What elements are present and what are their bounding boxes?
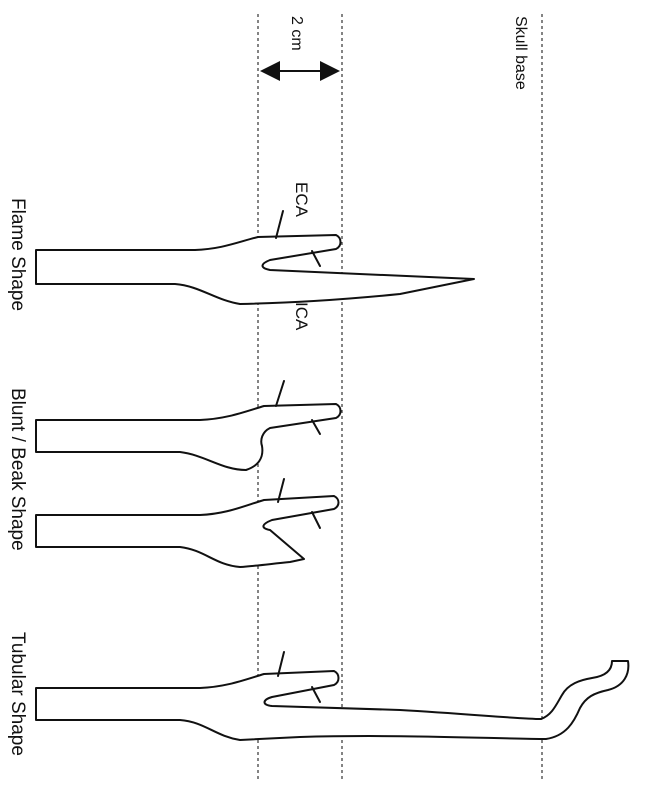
eca-branch [277, 478, 285, 503]
eca-branch [311, 686, 321, 703]
flame-shape-label: Flame Shape [7, 198, 28, 311]
eca-branch [275, 210, 284, 239]
blunt-shape-vessel [35, 380, 342, 471]
eca-label: ECA [292, 182, 311, 218]
tubular-shape-vessel [35, 651, 630, 741]
beak-shape-vessel [35, 478, 340, 568]
eca-branch [311, 511, 321, 529]
eca-branch [275, 380, 285, 407]
measure-label: 2 cm [288, 16, 305, 51]
eca-branch [311, 250, 321, 267]
flame-shape-vessel [35, 210, 475, 305]
eca-branch [277, 651, 285, 677]
eca-branch [311, 419, 321, 435]
skull-base-label: Skull base [512, 16, 529, 90]
tubular-shape-label: Tubular Shape [7, 632, 28, 756]
ica-label: ICA [292, 302, 311, 331]
blunt-beak-shape-label: Blunt / Beak Shape [7, 388, 28, 551]
